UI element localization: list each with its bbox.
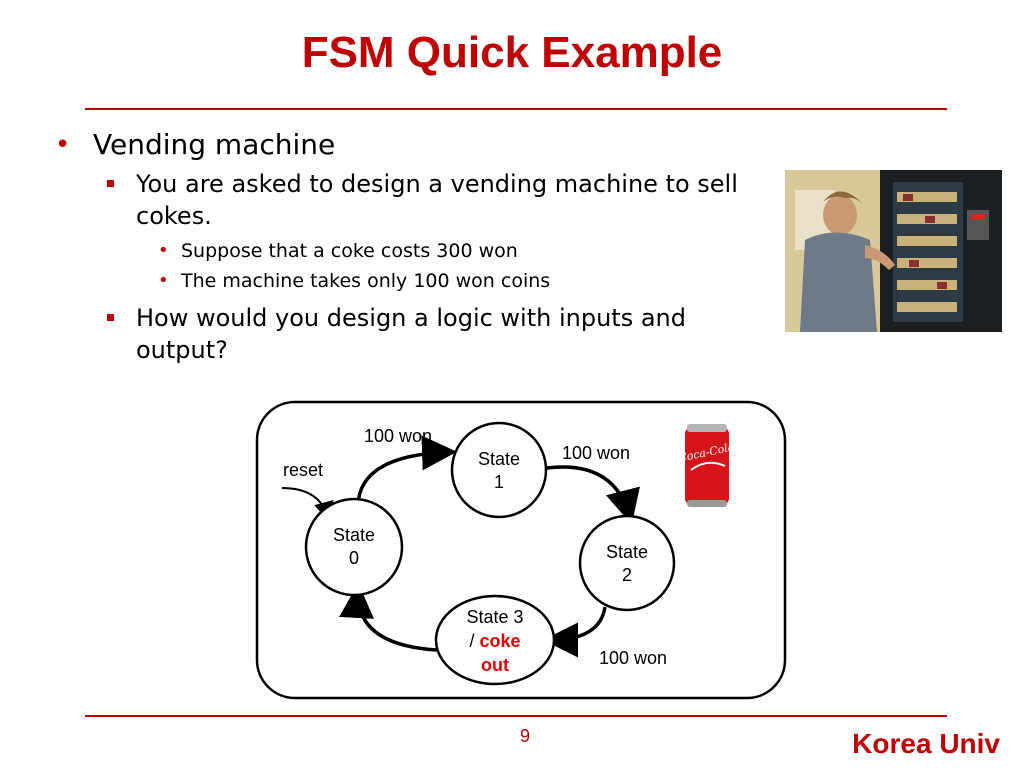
transition-arrow xyxy=(339,583,438,652)
sub-bullet-text: How would you design a logic with inputs… xyxy=(136,304,686,364)
transition-label: 100 won xyxy=(599,648,667,668)
state-label: / xyxy=(469,631,479,651)
sub-sub-bullet-text: Suppose that a coke costs 300 won xyxy=(181,240,518,262)
sub-sub-bullet: • Suppose that a coke costs 300 won xyxy=(55,236,755,266)
brand-label: Korea Univ xyxy=(852,728,1000,759)
square-bullet-icon xyxy=(107,180,114,187)
state-0: State 0 xyxy=(304,497,404,597)
sub-sub-bullet: • The machine takes only 100 won coins xyxy=(55,266,755,296)
sub-bullet-text: You are asked to design a vending machin… xyxy=(136,170,738,230)
bullet-marker: • xyxy=(158,270,169,291)
bullet-text: Vending machine xyxy=(93,128,336,161)
fsm-diagram: State 0 State 1 State 2 State 3 / coke o… xyxy=(255,400,787,700)
state-output: out xyxy=(481,655,509,675)
sub-sub-bullet-text: The machine takes only 100 won coins xyxy=(181,270,551,292)
transition-label: 100 won xyxy=(364,426,432,446)
state-label: 0 xyxy=(349,548,359,568)
state-3: State 3 / coke out xyxy=(434,594,556,686)
state-label: State xyxy=(606,542,648,562)
reset-label: reset xyxy=(283,460,323,480)
state-label: 2 xyxy=(622,565,632,585)
slide-title: FSM Quick Example xyxy=(301,28,723,77)
bullet-marker: • xyxy=(55,130,71,160)
transition-arrow xyxy=(543,606,607,658)
title-divider xyxy=(85,108,947,110)
state-2: State 2 xyxy=(578,514,676,612)
bullet-list: • Vending machine You are asked to desig… xyxy=(55,128,755,370)
diagram-frame xyxy=(255,400,787,700)
state-1: State 1 xyxy=(450,421,548,519)
transition-arrow xyxy=(356,435,457,506)
state-output-line: / coke xyxy=(469,631,520,651)
transition-arrow xyxy=(546,465,640,525)
vending-machine-photo xyxy=(785,170,1002,332)
page-number: 9 xyxy=(520,726,531,746)
bullet-marker: • xyxy=(158,240,169,261)
state-label: State xyxy=(478,449,520,469)
sub-bullet: How would you design a logic with inputs… xyxy=(55,302,755,366)
state-label: 1 xyxy=(494,472,504,492)
transition-label: 100 won xyxy=(562,443,630,463)
state-output: coke xyxy=(479,631,520,651)
coke-can-icon: Coca-Cola xyxy=(677,424,735,507)
sub-bullet: You are asked to design a vending machin… xyxy=(55,168,755,232)
square-bullet-icon xyxy=(107,314,114,321)
footer-divider xyxy=(85,715,947,717)
state-label: State xyxy=(333,525,375,545)
bullet-level1: • Vending machine xyxy=(55,128,755,162)
state-label: State 3 xyxy=(466,607,523,627)
